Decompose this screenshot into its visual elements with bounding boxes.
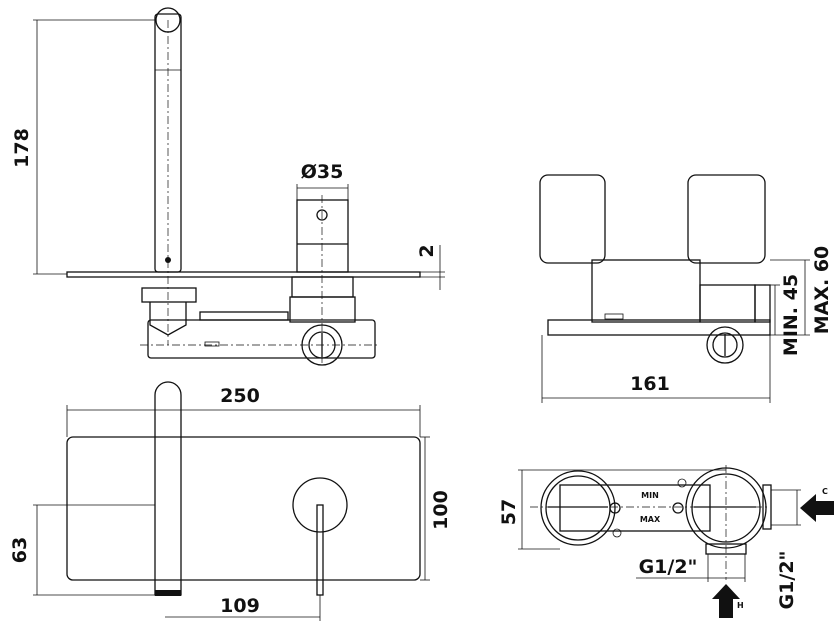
dim-250: 250 <box>220 385 260 407</box>
box-side-view: 161 MIN. 45 MAX. 60 <box>539 174 833 403</box>
housing <box>591 259 701 323</box>
handle-lever <box>316 504 324 596</box>
inlet-thread-label: G1/2" <box>776 551 798 610</box>
spout-front <box>154 381 182 596</box>
left-cylinder <box>539 174 606 264</box>
left-port <box>540 470 616 546</box>
dim-max-60: MAX. 60 <box>811 246 833 335</box>
dim-63: 63 <box>9 537 31 563</box>
right-cylinder <box>687 174 766 264</box>
hot-label: H <box>737 601 744 610</box>
dim-109: 109 <box>220 595 260 617</box>
handle-body <box>296 199 349 273</box>
max-label: MAX <box>640 515 661 524</box>
dim-57: 57 <box>498 499 520 525</box>
handle-knob <box>292 477 348 533</box>
min-label: MIN <box>641 491 659 500</box>
wall-plate <box>66 271 421 278</box>
dim-161: 161 <box>630 373 670 395</box>
outlet-thread-label: G1/2" <box>639 556 698 578</box>
dim-178: 178 <box>11 128 33 168</box>
front-view: 250 100 63 109 <box>9 381 452 621</box>
cold-inlet-arrow-icon <box>800 494 834 522</box>
dim-2: 2 <box>416 244 438 257</box>
cold-label: C <box>822 487 828 496</box>
hot-inlet-arrow-icon <box>712 584 740 618</box>
dim-100: 100 <box>430 490 452 530</box>
front-plate <box>66 436 421 581</box>
dim-min-45: MIN. 45 <box>780 274 802 356</box>
box-top-view: MIN MAX 57 G1/2" G1/2" C H <box>498 465 834 618</box>
dim-diameter-35: Ø35 <box>301 161 344 183</box>
side-view: 178 Ø35 2 <box>11 7 445 366</box>
